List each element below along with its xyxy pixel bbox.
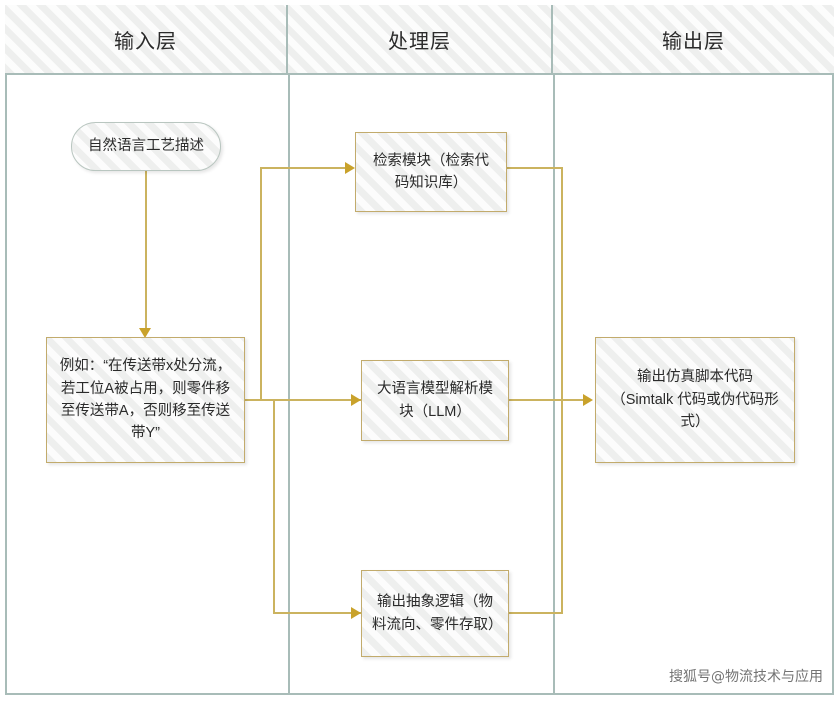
edge-example-bus-line (245, 399, 361, 401)
lane-title-input: 输入层 (114, 30, 177, 53)
node-llm-module[interactable]: 大语言模型解析模块（LLM） (361, 360, 509, 441)
edge-example-to-retrieval-arrowhead (345, 162, 355, 174)
node-simulation-script-label: 输出仿真脚本代码（Simtalk 代码或伪代码形式） (611, 369, 779, 431)
lane-title-processing: 处理层 (388, 30, 451, 53)
edge-example-to-abstract-line (273, 612, 361, 614)
swimlane-header-row: 输入层 处理层 输出层 (5, 5, 834, 75)
lane-title-output: 输出层 (662, 30, 725, 53)
edge-nl-to-example-line (145, 171, 147, 329)
node-example-text[interactable]: 例如：“在传送带x处分流，若工位A被占用，则零件移至传送带A，否则移至传送带Y” (46, 337, 245, 463)
edge-example-to-retrieval-line (260, 167, 345, 169)
edge-abstract-to-output-riser (561, 399, 563, 614)
node-retrieval-module[interactable]: 检索模块（检索代码知识库） (355, 132, 507, 212)
lane-header-processing: 处理层 (288, 5, 553, 73)
lane-divider-input-processing (288, 75, 290, 693)
lane-header-output: 输出层 (553, 5, 834, 73)
edge-example-to-llm-arrowhead (351, 394, 361, 406)
edge-example-to-abstract-dropper (273, 399, 275, 614)
edge-llm-to-output-line (509, 399, 585, 401)
edge-to-output-arrowhead (583, 394, 593, 406)
lane-header-input: 输入层 (5, 5, 288, 73)
edge-abstract-to-output-line (509, 612, 563, 614)
node-llm-module-label: 大语言模型解析模块（LLM） (377, 381, 493, 420)
edge-example-to-abstract-arrowhead (351, 607, 361, 619)
node-abstract-logic-label: 输出抽象逻辑（物料流向、零件存取） (372, 594, 503, 633)
node-example-text-label: 例如：“在传送带x处分流，若工位A被占用，则零件移至传送带A，否则移至传送带Y” (59, 358, 232, 442)
edge-example-to-retrieval-riser (260, 167, 262, 400)
edge-retrieval-to-output-line (507, 167, 563, 169)
edge-retrieval-to-output-dropper (561, 167, 563, 400)
edge-nl-to-example-arrowhead (139, 328, 151, 338)
node-nl-description[interactable]: 自然语言工艺描述 (71, 122, 221, 171)
lane-divider-processing-output (553, 75, 555, 693)
node-retrieval-module-label: 检索模块（检索代码知识库） (373, 152, 489, 191)
watermark-text: 搜狐号@物流技术与应用 (669, 669, 823, 685)
node-simulation-script[interactable]: 输出仿真脚本代码（Simtalk 代码或伪代码形式） (595, 337, 795, 463)
node-nl-description-label: 自然语言工艺描述 (88, 138, 204, 155)
node-abstract-logic[interactable]: 输出抽象逻辑（物料流向、零件存取） (361, 570, 509, 657)
